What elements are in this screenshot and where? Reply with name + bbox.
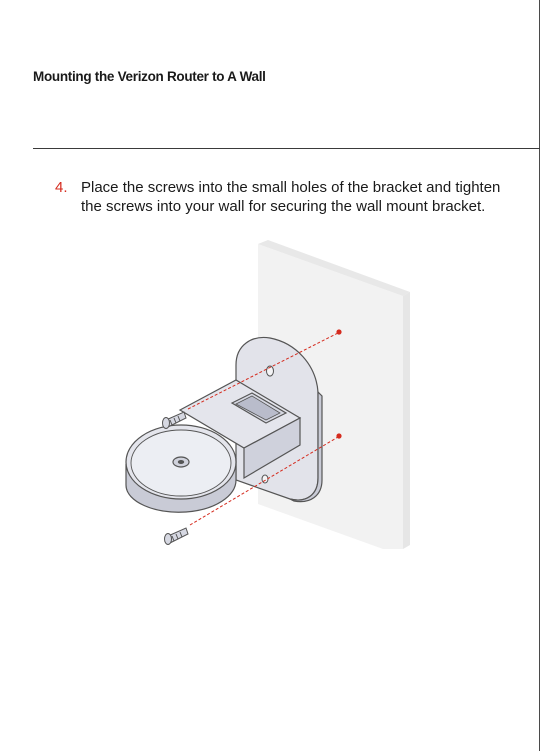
lower-screw-icon [164, 527, 189, 545]
wall-hole-markers [336, 329, 342, 439]
upper-screw-icon [162, 411, 187, 429]
header-divider [33, 148, 540, 149]
instruction-step: 4. Place the screws into the small holes… [55, 178, 505, 216]
step-text: Place the screws into the small holes of… [81, 179, 501, 215]
wall-mount-illustration [125, 240, 410, 549]
bracket-base [125, 424, 237, 513]
screw-guide-lines [187, 332, 339, 526]
page-header-title: Mounting the Verizon Router to A Wall [33, 69, 266, 84]
bracket-arm [178, 379, 302, 480]
step-number: 4. [55, 179, 68, 196]
